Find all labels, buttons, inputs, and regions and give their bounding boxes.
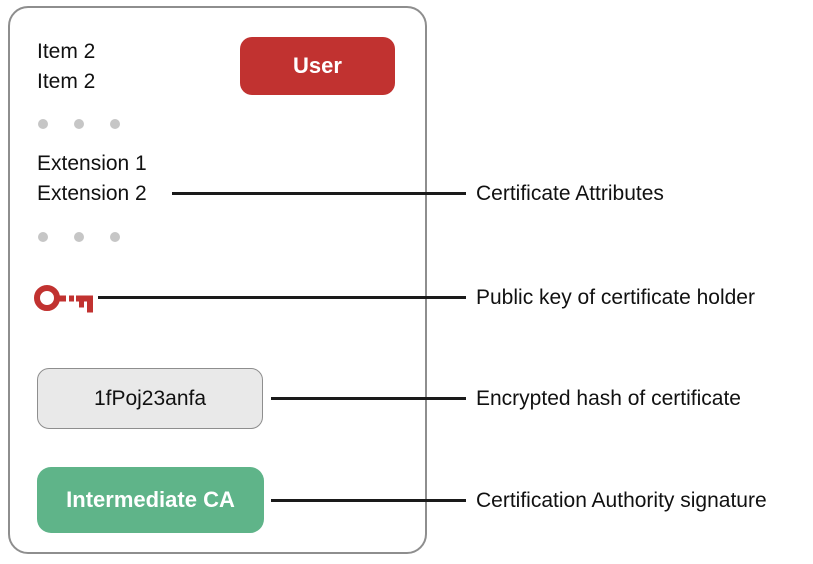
label-public-key: Public key of certificate holder bbox=[476, 286, 755, 309]
dot-icon bbox=[110, 232, 120, 242]
key-icon bbox=[33, 283, 95, 315]
extension-1: Extension 1 bbox=[37, 152, 147, 175]
ellipsis-row-2 bbox=[38, 232, 120, 242]
connector-line-hash bbox=[271, 397, 466, 400]
hash-box: 1fPoj23anfa bbox=[37, 368, 263, 429]
dot-icon bbox=[38, 232, 48, 242]
dot-icon bbox=[74, 232, 84, 242]
extension-2: Extension 2 bbox=[37, 182, 147, 205]
certificate-card bbox=[8, 6, 427, 554]
dot-icon bbox=[38, 119, 48, 129]
connector-line-attributes bbox=[172, 192, 466, 195]
cert-items: Item 2 Item 2 bbox=[37, 37, 95, 97]
user-badge-label: User bbox=[293, 53, 342, 78]
user-badge: User bbox=[240, 37, 395, 95]
label-encrypted-hash: Encrypted hash of certificate bbox=[476, 387, 741, 410]
label-certificate-attributes: Certificate Attributes bbox=[476, 182, 664, 205]
ellipsis-row-1 bbox=[38, 119, 120, 129]
dot-icon bbox=[74, 119, 84, 129]
connector-line-public-key bbox=[98, 296, 466, 299]
cert-item-1: Item 2 bbox=[37, 40, 96, 63]
intermediate-ca-badge: Intermediate CA bbox=[37, 467, 264, 533]
dot-icon bbox=[110, 119, 120, 129]
label-ca-signature: Certification Authority signature bbox=[476, 489, 767, 512]
cert-extensions: Extension 1 Extension 2 bbox=[37, 149, 147, 209]
cert-item-2: Item 2 bbox=[37, 70, 96, 93]
hash-value: 1fPoj23anfa bbox=[93, 386, 207, 410]
connector-line-signature bbox=[271, 499, 466, 502]
intermediate-ca-label: Intermediate CA bbox=[66, 487, 235, 512]
